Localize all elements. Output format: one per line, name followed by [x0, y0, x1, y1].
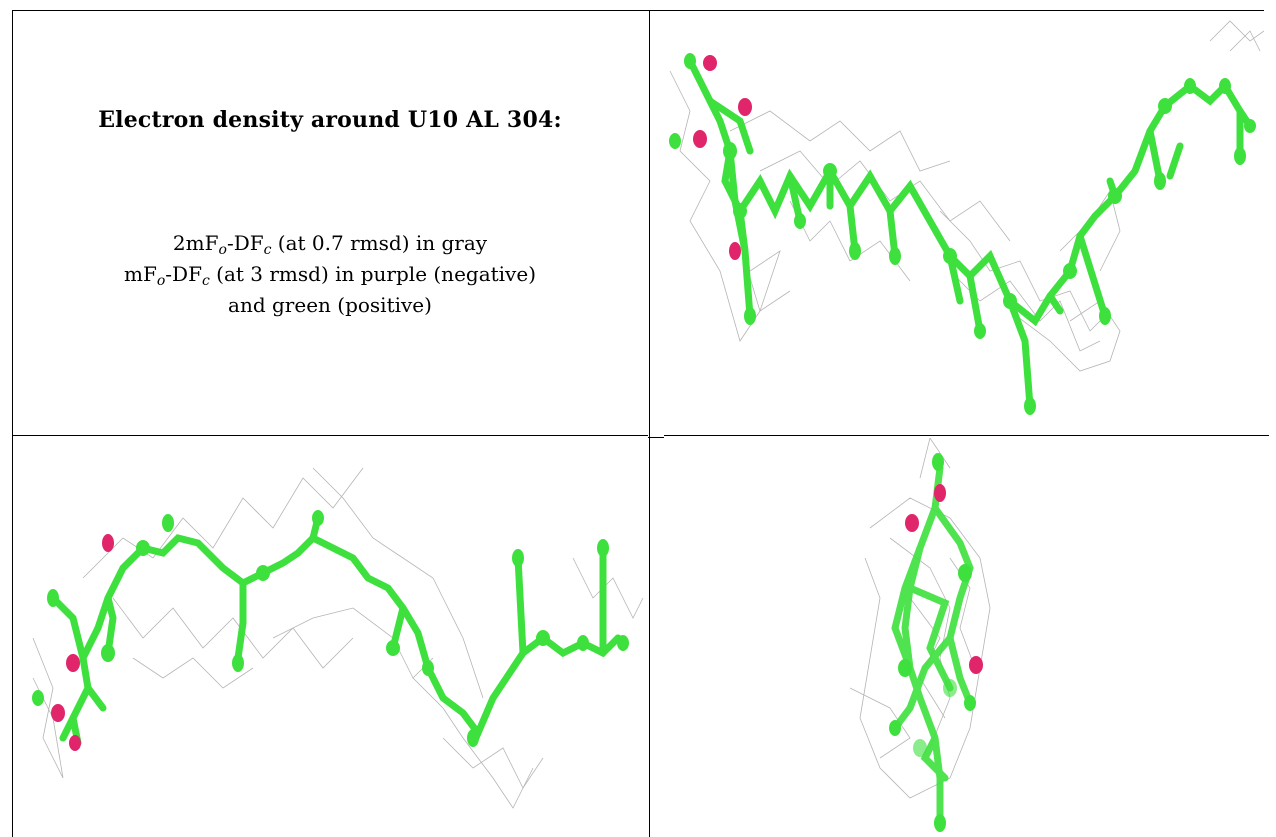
table-middle-border-joint: [648, 437, 664, 438]
caption-title: Electron density around U10 AL 304:: [98, 107, 562, 133]
table-middle-border-left: [12, 435, 648, 436]
table-top-border: [12, 10, 1264, 11]
table-left-border: [12, 10, 13, 837]
molecule-view-bottom-left: [13, 438, 649, 837]
molecule-view-top-right: [650, 11, 1264, 435]
caption-description: 2mFo-DFc (at 0.7 rmsd) in gray mFo-DFc (…: [12, 228, 648, 321]
molecule-render-icon: [849, 438, 991, 832]
caption-line-1: 2mFo-DFc (at 0.7 rmsd) in gray: [172, 231, 488, 258]
table-middle-border-right: [664, 435, 1269, 436]
caption-cell: Electron density around U10 AL 304: 2mFo…: [12, 10, 648, 424]
caption-line-3: and green (positive): [228, 293, 432, 317]
molecule-view-bottom-right: [650, 438, 1264, 837]
caption-line-2: mFo-DFc (at 3 rmsd) in purple (negative): [124, 262, 536, 289]
molecule-render-icon: [669, 20, 1264, 415]
table-center-border: [649, 10, 650, 837]
molecule-render-icon: [32, 467, 644, 809]
